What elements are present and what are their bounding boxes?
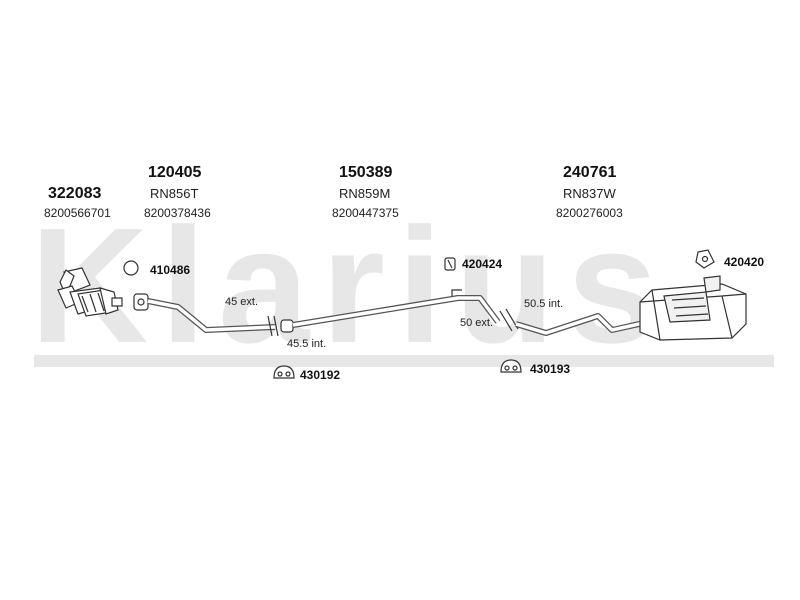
accessory-410486: 410486 (150, 263, 191, 277)
watermark-underline (34, 355, 774, 367)
pipe-joint-1 (267, 315, 294, 337)
accessory-430192: 430192 (300, 368, 341, 382)
oem-number: 8200566701 (44, 206, 111, 220)
part-number-240761: 240761 (563, 164, 617, 181)
rubber-mount-430193 (500, 359, 522, 373)
accessory-420424: 420424 (462, 257, 503, 271)
dimension-45-5-int: 45.5 int. (287, 338, 327, 350)
reference-code: RN859M (339, 186, 391, 201)
dimension-45-ext: 45 ext. (225, 296, 259, 308)
accessory-420420: 420420 (724, 255, 765, 269)
pipe-flange (133, 293, 149, 311)
part-number-150389: 150389 (339, 164, 393, 181)
oem-number: 8200378436 (144, 206, 211, 220)
rear-silencer (639, 275, 747, 341)
dimension-50-5-int: 50.5 int. (524, 298, 564, 310)
accessory-430193: 430193 (530, 362, 571, 376)
dimension-50-ext: 50 ext. (460, 317, 494, 329)
bracket-420420 (695, 249, 715, 269)
part-number-322083: 322083 (48, 185, 102, 202)
hanger-420424 (444, 257, 456, 271)
catalytic-converter (57, 267, 123, 317)
reference-code: RN837W (563, 186, 616, 201)
oem-number: 8200276003 (556, 206, 623, 220)
rubber-mount-430192 (273, 365, 295, 379)
brand-watermark: Klarius (30, 194, 670, 377)
oem-number: 8200447375 (332, 206, 399, 220)
part-number-120405: 120405 (148, 164, 202, 181)
reference-code: RN856T (150, 186, 199, 201)
gasket-ring-410486 (123, 260, 139, 276)
pipe-joint-2 (499, 308, 519, 332)
